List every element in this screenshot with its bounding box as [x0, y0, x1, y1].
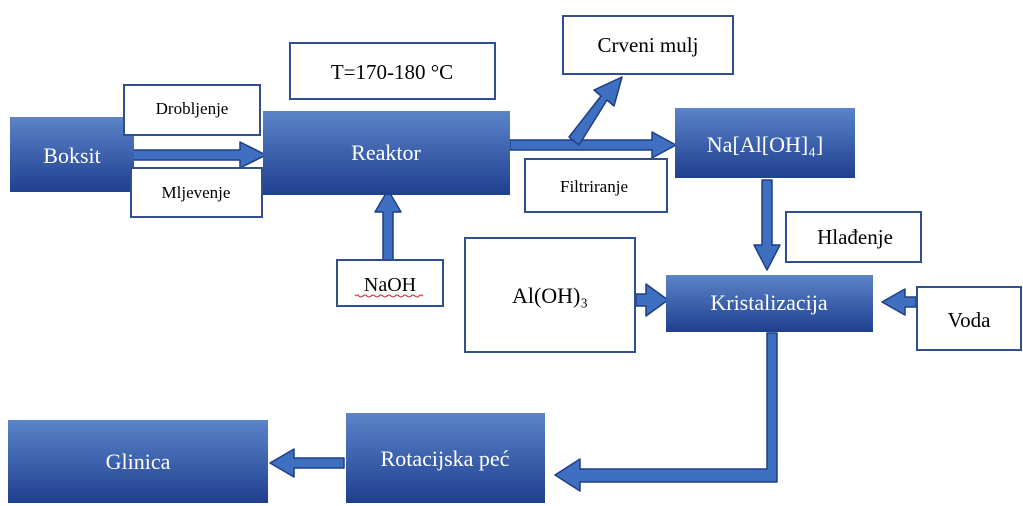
- arrow-reaktor-to-na-al-oh4: [509, 131, 677, 159]
- label-drobljenje: Drobljenje: [123, 84, 261, 136]
- label-temperature-text: T=170-180 °C: [331, 60, 453, 84]
- arrow-voda-to-kristalizacija: [881, 288, 917, 316]
- step-glinica-label: Glinica: [106, 449, 171, 474]
- label-mljevenje-text: Mljevenje: [162, 183, 231, 202]
- arrow-na-al-oh4-to-kristalizacija: [753, 179, 781, 271]
- label-temperature: T=170-180 °C: [289, 42, 496, 100]
- label-drobljenje-text: Drobljenje: [156, 99, 229, 118]
- step-rotacijska-pec-label: Rotacijska peć: [381, 446, 510, 471]
- label-filtriranje-text: Filtriranje: [560, 177, 628, 196]
- label-voda-text: Voda: [948, 308, 991, 332]
- arrow-al-oh3-to-kristalizacija: [635, 283, 669, 317]
- label-al-oh3-text: Al(OH)₃: [512, 283, 588, 308]
- step-reaktor-label: Reaktor: [351, 140, 421, 165]
- label-filtriranje: Filtriranje: [524, 158, 668, 213]
- arrow-filter-to-crveni-mulj: [568, 76, 623, 146]
- label-hladjenje-text: Hlađenje: [817, 225, 893, 249]
- label-al-oh3: Al(OH)₃: [464, 237, 636, 353]
- arrow-kristalizacija-to-rotacijska-pec: [554, 332, 778, 492]
- arrow-naoh-to-reaktor: [374, 189, 402, 261]
- step-na-al-oh4: Na[Al[OH]₄]: [675, 108, 855, 178]
- step-boksit-label: Boksit: [43, 143, 100, 168]
- spellcheck-underline: [354, 294, 424, 298]
- label-crveni-mulj: Crveni mulj: [562, 15, 734, 75]
- label-hladjenje: Hlađenje: [785, 211, 922, 263]
- arrow-rotacijska-pec-to-glinica: [269, 448, 345, 478]
- step-kristalizacija-label: Kristalizacija: [710, 290, 828, 315]
- step-na-al-oh4-label: Na[Al[OH]₄]: [707, 132, 823, 157]
- step-kristalizacija: Kristalizacija: [666, 275, 873, 332]
- label-voda: Voda: [916, 286, 1022, 351]
- arrow-boksit-to-reaktor: [132, 141, 267, 169]
- step-glinica: Glinica: [8, 420, 268, 503]
- label-crveni-mulj-text: Crveni mulj: [598, 33, 699, 57]
- step-boksit: Boksit: [10, 117, 134, 192]
- label-mljevenje: Mljevenje: [130, 167, 263, 218]
- label-naoh-text: NaOH: [364, 274, 416, 296]
- step-reaktor: Reaktor: [263, 111, 510, 195]
- label-naoh: NaOH: [336, 259, 444, 307]
- step-rotacijska-pec: Rotacijska peć: [346, 413, 545, 503]
